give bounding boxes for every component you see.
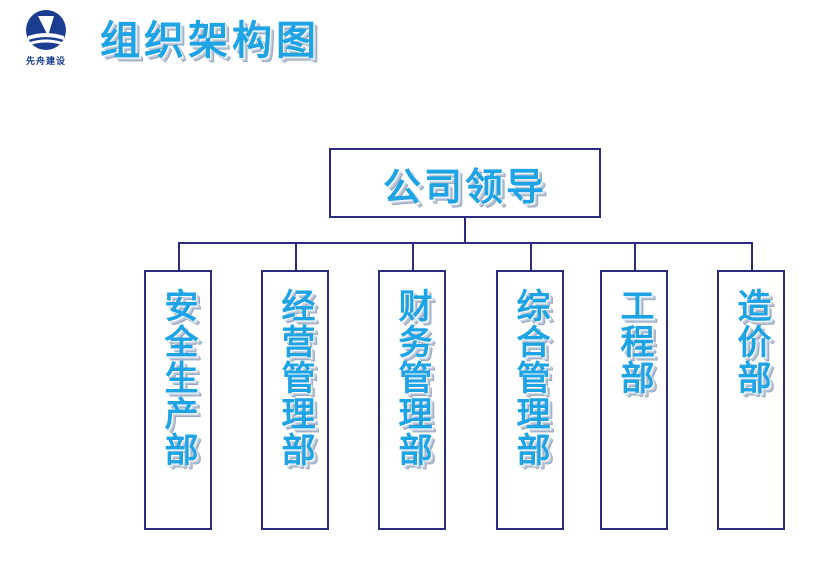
connector-dept-5 [634,242,636,270]
department-label: 工程部 [614,288,654,396]
org-node-department: 工程部 [600,270,668,530]
page-title: 组织架构图 [100,18,320,64]
department-label: 财务管理部 [392,288,432,468]
connector-horizontal [178,242,753,244]
logo-icon [26,10,66,50]
org-node-department: 财务管理部 [378,270,446,530]
logo-name: 先舟建设 [25,57,66,67]
org-node-department: 经营管理部 [261,270,329,530]
department-label: 安全生产部 [158,288,198,468]
connector-dept-1 [178,242,180,270]
org-node-label: 公司领导 [382,164,547,209]
connector-dept-3 [412,242,414,270]
org-node-department: 安全生产部 [144,270,212,530]
org-node-department: 综合管理部 [496,270,564,530]
connector-dept-2 [295,242,297,270]
department-label: 综合管理部 [510,288,550,468]
department-label: 经营管理部 [275,288,315,468]
connector-dept-6 [751,242,753,270]
company-logo [18,8,74,68]
org-node-department: 造价部 [717,270,785,530]
org-node-company-leadership: 公司领导 [329,148,601,218]
department-label: 造价部 [731,288,771,396]
connector-dept-4 [530,242,532,270]
connector-top-vertical [464,218,466,243]
